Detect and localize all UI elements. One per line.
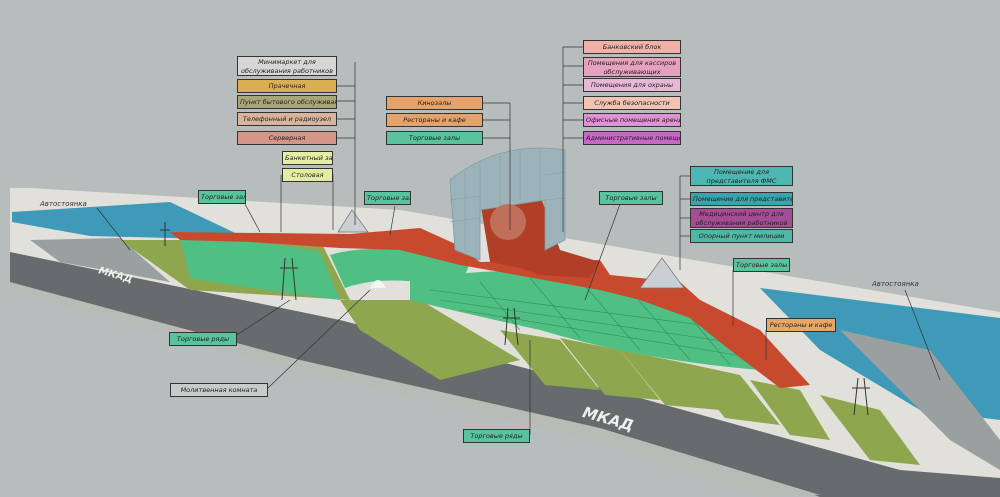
grass-center	[340, 300, 520, 380]
red-base-building	[170, 228, 810, 388]
label-torg-zaly-top: Торговые залы	[386, 131, 483, 145]
label-torg-zaly-left: Торговые залы	[198, 190, 246, 204]
label-punkt-bytovogo: Пункт бытового обслуживания	[237, 95, 337, 109]
label-minimarket: Минимаркет для обслуживания работников т…	[237, 56, 337, 76]
label-pomeshcheniya-okhrany: Помещения для охраны	[583, 78, 681, 92]
label-torg-ryady-bottom: Торговые ряды	[463, 429, 530, 443]
label-torg-zaly-mid: Торговые залы	[364, 191, 411, 205]
parking-label-left: Автостоянка	[40, 200, 87, 208]
label-ofisnye: Офисные помещения арендаторов	[583, 113, 681, 127]
label-telefonny: Телефонный и радиоузел	[237, 112, 337, 126]
label-prachechnaya: Прачечная	[237, 79, 337, 93]
pylons	[160, 222, 870, 416]
label-militsiya: Опорный пункт милиции	[690, 229, 793, 243]
parking-left	[30, 238, 170, 282]
stalls-left	[180, 238, 340, 300]
label-restorany-top: Рестораны и кафе	[386, 113, 483, 127]
label-kinozaly: Кинозалы	[386, 96, 483, 110]
label-fms: Помещение для представителя ФМС	[690, 166, 793, 186]
glass-tower-grid	[449, 150, 566, 252]
label-sluzhba: Служба безопасности	[583, 96, 681, 110]
label-tamozhni: Помещение для представителя таможни	[690, 192, 793, 206]
water-left	[12, 202, 250, 240]
label-stolovaya: Столовая	[282, 168, 333, 182]
label-servernaya: Серверная	[237, 131, 337, 145]
label-administrativnye: Административные помещения	[583, 131, 681, 145]
stalls-main	[410, 271, 760, 370]
label-medcentr: Медицинский центр для обслуживания работ…	[690, 208, 793, 228]
label-bankovsky: Банковский блок	[583, 40, 681, 54]
label-torg-zaly-far-right: Торговые залы	[733, 258, 790, 272]
label-restorany-right: Рестораны и кафе	[766, 318, 836, 332]
parking-right	[840, 330, 1000, 470]
label-torg-ryady-left: Торговые ряды	[169, 332, 237, 346]
label-torg-zaly-right: Торговые залы	[599, 191, 663, 205]
pyramid-right	[639, 257, 685, 289]
label-pomeshcheniya-kassirov: Помещения для кассиров обслуживающих аре…	[583, 57, 681, 77]
prayer-dome	[370, 280, 386, 288]
label-bankettny: Банкетный зал	[282, 151, 333, 165]
parking-label-right: Автостоянка	[872, 280, 919, 288]
dome	[490, 204, 526, 240]
label-molitvennaya: Молитвенная комната	[170, 383, 268, 397]
highway	[10, 252, 1000, 497]
grass-rows	[500, 330, 920, 465]
sidewalk	[10, 282, 820, 497]
pyramid-left	[337, 209, 369, 233]
